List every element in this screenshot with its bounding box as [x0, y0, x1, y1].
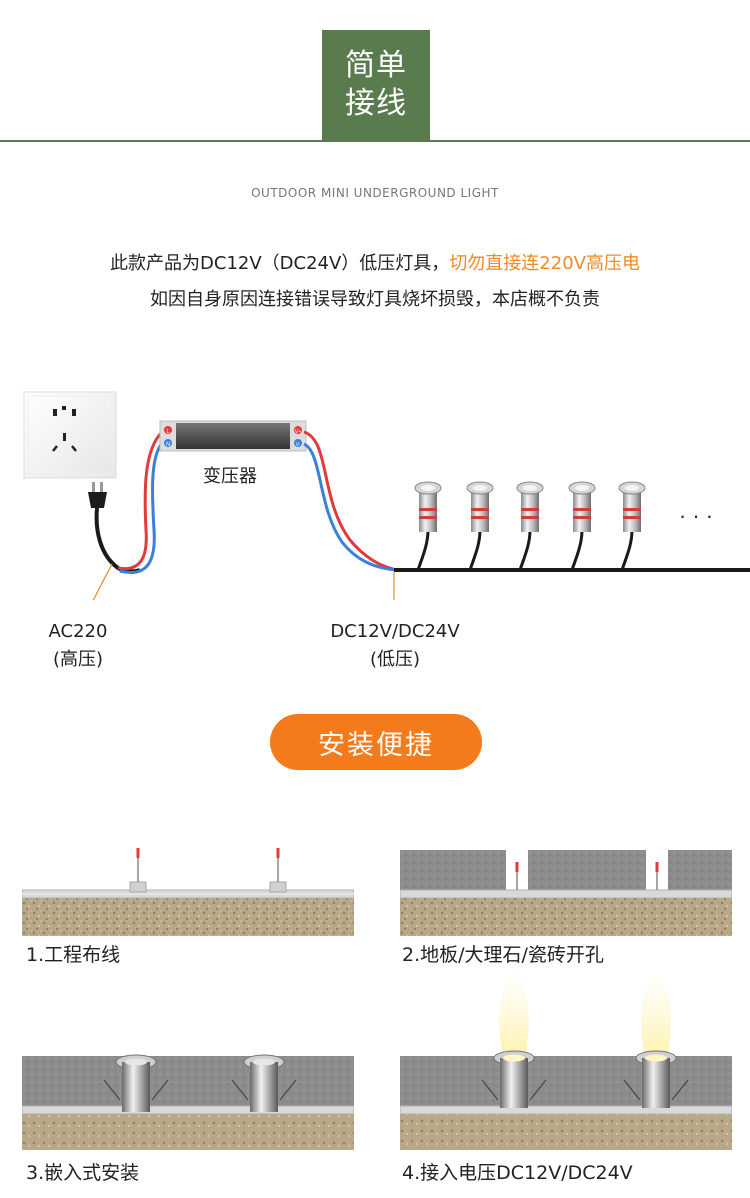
wire-red-ac: [117, 430, 164, 571]
wire-blue-ac: [119, 442, 164, 574]
lamp-icon: [618, 481, 646, 571]
plug-icon: [88, 482, 141, 574]
lamp-group: [414, 481, 646, 571]
more-ellipsis: · · ·: [679, 503, 713, 528]
title-divider: [0, 140, 750, 142]
lamp-icon: [414, 481, 442, 571]
dc-label-line2: (低压): [369, 649, 421, 670]
section-title-box: 简单 接线: [322, 30, 430, 140]
lamp-icon: [568, 481, 596, 571]
ac-label-line2: (高压): [52, 649, 104, 670]
subtitle: OUTDOOR MINI UNDERGROUND LIGHT: [251, 186, 499, 200]
terminal-l: L: [166, 429, 170, 435]
step-1-label: 1.工程布线: [26, 944, 121, 966]
lamp-icon: [466, 481, 494, 571]
ac-label-line1: AC220: [48, 621, 108, 642]
step-2-label: 2.地板/大理石/瓷砖开孔: [402, 944, 604, 966]
install-badge: 安装便捷: [270, 714, 482, 770]
title-line-2: 接线: [345, 86, 407, 121]
dc-label-line1: DC12V/DC24V: [330, 621, 460, 642]
step-3-label: 3.嵌入式安装: [26, 1162, 140, 1184]
notice-warning: 切勿直接连220V高压电: [449, 253, 640, 274]
notice-line-1: 此款产品为DC12V（DC24V）低压灯具，切勿直接连220V高压电: [0, 249, 750, 275]
ac-label: AC220 (高压): [30, 618, 126, 674]
title-line-1: 简单: [345, 48, 407, 83]
wiring-diagram: L N V+ V- · · ·: [23, 391, 750, 600]
wire-blue-dc: [303, 442, 397, 572]
transformer-icon: L N V+ V-: [159, 420, 307, 452]
step-4-label: 4.接入电压DC12V/DC24V: [402, 1162, 633, 1184]
terminal-vplus: V+: [295, 429, 301, 435]
ac-pointer: [92, 563, 113, 600]
lamp-icon: [516, 481, 544, 571]
wall-socket-icon: [23, 391, 117, 479]
notice-text: 此款产品为DC12V（DC24V）低压灯具，: [110, 253, 450, 274]
step-1-image: [22, 848, 354, 936]
dc-label: DC12V/DC24V (低压): [320, 618, 470, 674]
terminal-n: N: [166, 442, 170, 448]
step-3-image: [22, 1054, 354, 1150]
step-2-image: [400, 850, 732, 936]
wire-red-dc: [303, 430, 397, 572]
step-4-image: [400, 968, 732, 1150]
terminal-vminus: V-: [296, 442, 301, 448]
transformer-label: 变压器: [203, 466, 257, 487]
notice-line-2: 如因自身原因连接错误导致灯具烧坏损毁，本店概不负责: [150, 289, 600, 310]
